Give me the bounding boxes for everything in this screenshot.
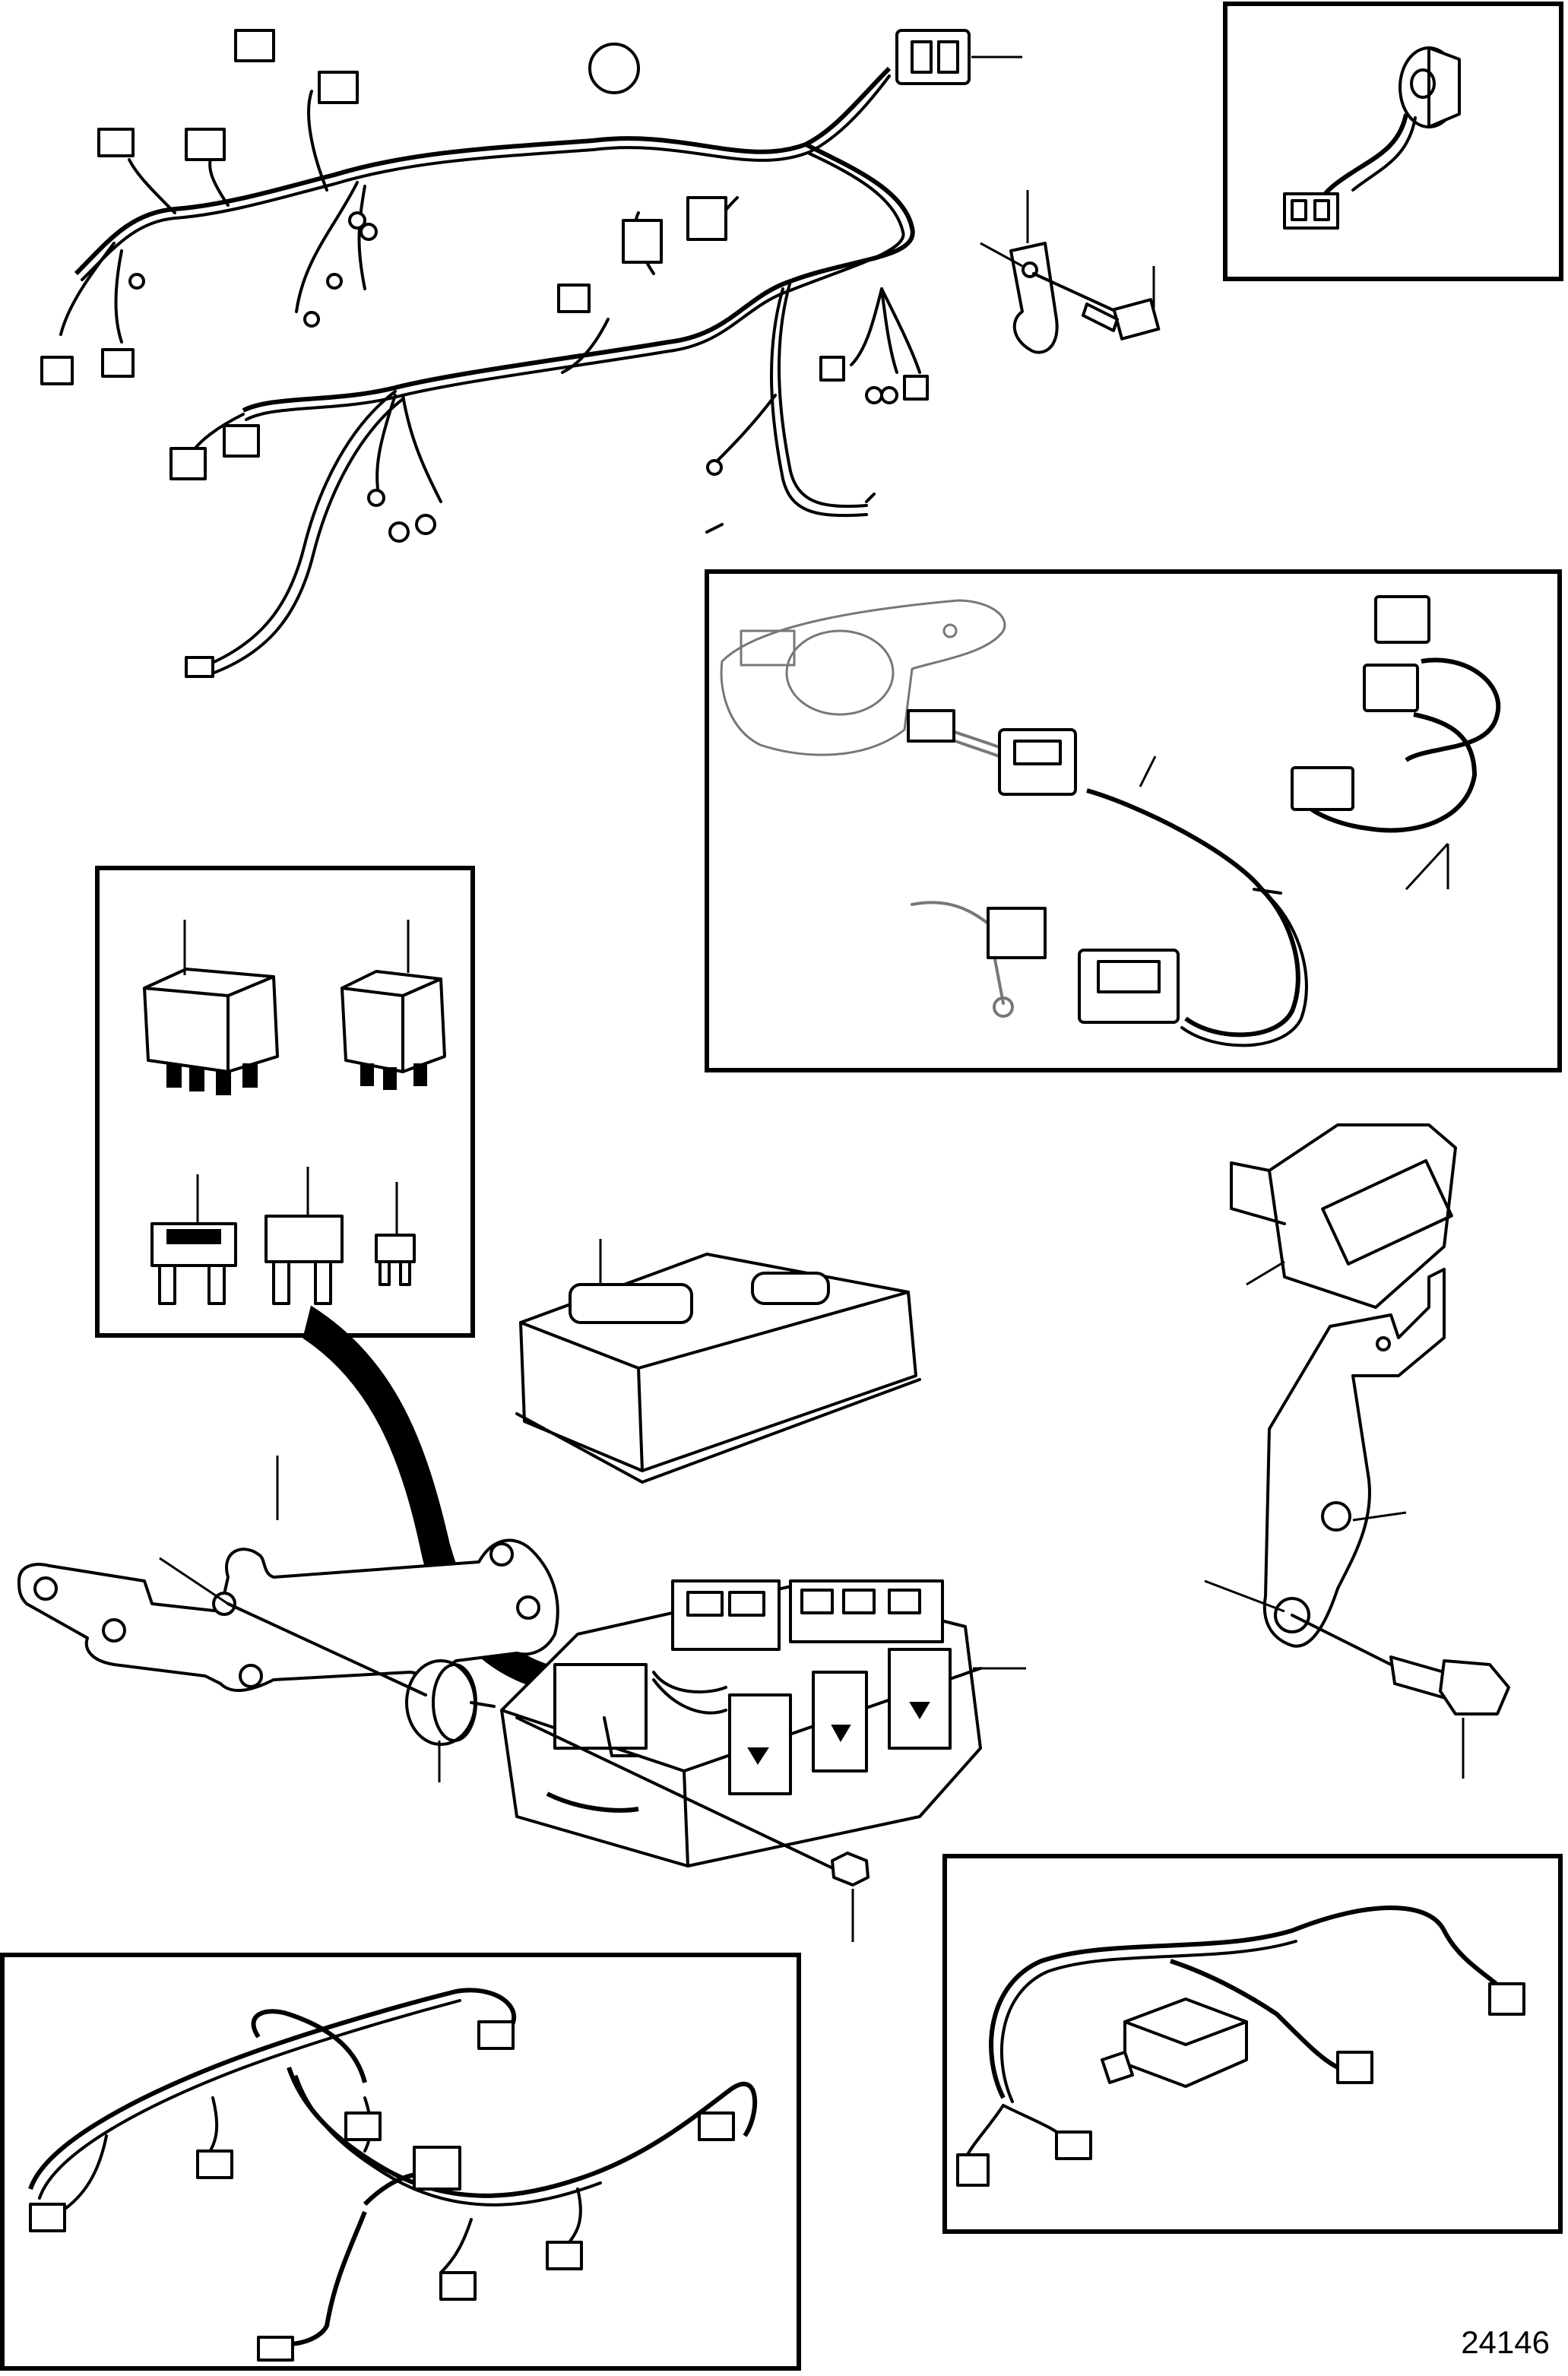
central-electrical-box (500, 1579, 1026, 1868)
hex-nut (515, 1716, 870, 1942)
mounting-bracket-left (17, 1456, 559, 1693)
connector-and-bracket-right (1204, 1123, 1510, 1779)
cable-clamp-and-bolt (980, 190, 1161, 354)
figure-number: 24146 (1461, 2324, 1550, 2360)
grommet-circle (588, 43, 640, 94)
fuse-box-cover (515, 1239, 921, 1484)
rubber-damper (226, 1602, 496, 1782)
relays-and-fuses-inset (95, 866, 475, 1338)
lead-line (1405, 842, 1449, 891)
injector-harness-inset (0, 1953, 801, 2371)
sub-harness-inset (942, 1854, 1563, 2234)
instrument-panel-harness-inset (705, 569, 1562, 1072)
main-wiring-harness (40, 29, 1022, 678)
sensor-inset-box (1223, 2, 1563, 281)
